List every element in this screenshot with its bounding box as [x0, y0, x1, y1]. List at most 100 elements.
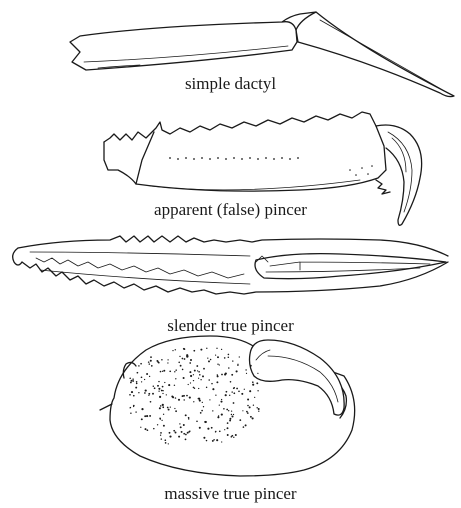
stipple-dot: [174, 371, 175, 372]
stipple-dot: [175, 349, 176, 350]
stipple-dot: [244, 389, 245, 390]
stipple-dot: [172, 350, 173, 351]
stipple-dot: [221, 374, 223, 376]
stipple-dot: [175, 397, 176, 398]
stipple-dot: [227, 434, 229, 436]
stipple-dot: [189, 430, 190, 431]
slender-pincer-drawing: [13, 236, 448, 294]
stipple-dot: [138, 392, 139, 393]
stipple-dot: [149, 376, 150, 377]
stipple-dot: [209, 399, 210, 400]
stipple-dot: [230, 381, 232, 383]
stipple-dot: [161, 390, 163, 392]
stipple-dot: [232, 360, 233, 361]
stipple-dot: [241, 393, 243, 395]
stipple-dot: [132, 378, 134, 380]
stipple-dot: [153, 428, 155, 430]
stipple-dot: [246, 411, 248, 413]
stipple-dot: [256, 382, 258, 384]
stipple-dot: [133, 406, 134, 407]
stipple-dot: [217, 356, 219, 358]
stipple-dot: [181, 431, 183, 433]
stipple-dot: [215, 355, 216, 356]
stipple-dot: [131, 391, 133, 393]
stipple-dot: [193, 401, 194, 402]
stipple-dot: [206, 348, 207, 349]
stipple-dot: [148, 393, 150, 395]
stipple-dot: [187, 432, 189, 434]
stipple-dot: [219, 430, 221, 432]
stipple-dot: [203, 368, 205, 370]
stipple-dot: [249, 390, 251, 392]
stipple-dot: [204, 421, 206, 423]
stipple-dot: [253, 405, 254, 406]
stipple-dot: [182, 358, 184, 360]
stipple-dot: [135, 387, 137, 389]
stipple-dot: [210, 359, 212, 361]
stipple-dot: [212, 410, 213, 411]
stipple-dot: [252, 417, 254, 419]
stipple-dot: [208, 379, 210, 381]
stipple-dot: [162, 390, 163, 391]
palm-stippling: [129, 348, 260, 445]
stipple-dot: [178, 399, 180, 401]
stipple-dot: [233, 437, 234, 438]
stipple-dot: [226, 391, 228, 393]
stipple-dot: [231, 414, 232, 415]
stipple-dot: [235, 434, 237, 436]
stipple-dot: [217, 416, 219, 418]
stipple-dot: [145, 390, 147, 392]
stipple-dot: [233, 392, 235, 394]
stipple-dot: [172, 396, 174, 398]
stipple-dot: [201, 410, 203, 412]
stipple-dot: [141, 381, 142, 382]
stipple-dot: [217, 364, 218, 365]
stipple-dot: [200, 379, 201, 380]
stipple-dot: [198, 388, 199, 389]
stipple-dot: [131, 380, 133, 382]
stipple-dot: [246, 373, 247, 374]
stipple-dot: [231, 415, 233, 417]
stipple-dot: [236, 388, 238, 390]
stipple-dot: [144, 415, 146, 417]
stipple-dot: [167, 407, 169, 409]
stipple-dot: [169, 436, 171, 438]
massive-pincer-drawing: [100, 336, 355, 476]
stipple-dot: [233, 414, 234, 415]
stipple-dot: [188, 384, 189, 385]
stipple-dot: [151, 365, 153, 367]
stipple-dot: [226, 409, 228, 411]
stipple-dot: [150, 360, 152, 362]
stipple-dot: [168, 409, 170, 411]
stipple-dot: [184, 358, 186, 360]
stipple-dot: [190, 375, 192, 377]
stipple-dot: [157, 424, 158, 425]
stipple-dot: [154, 387, 156, 389]
stipple-dot: [158, 388, 160, 390]
stipple-dot: [138, 365, 140, 367]
stipple-dot: [257, 373, 258, 374]
caption-slender-pincer: slender true pincer: [0, 316, 461, 336]
stipple-dot: [200, 349, 202, 351]
stipple-dot: [211, 383, 213, 385]
stipple-dot: [178, 436, 180, 438]
stipple-dot: [228, 367, 230, 369]
stipple-dot: [256, 407, 257, 408]
stipple-dot: [163, 425, 165, 427]
stipple-dot: [223, 408, 225, 410]
stipple-dot: [193, 380, 194, 381]
stipple-dot: [162, 393, 163, 394]
stipple-dot: [227, 422, 229, 424]
stipple-dot: [194, 370, 196, 372]
stipple-dot: [216, 381, 218, 383]
stipple-dot: [180, 426, 182, 428]
stipple-dot: [245, 424, 247, 426]
stipple-dot: [150, 356, 152, 358]
stipple-dot: [229, 418, 231, 420]
stipple-dot: [258, 408, 260, 410]
stipple-dot: [140, 427, 141, 428]
stipple-dot: [216, 348, 217, 349]
stipple-dot: [161, 420, 162, 421]
stipple-dot: [162, 371, 163, 372]
stipple-dot: [220, 401, 222, 403]
